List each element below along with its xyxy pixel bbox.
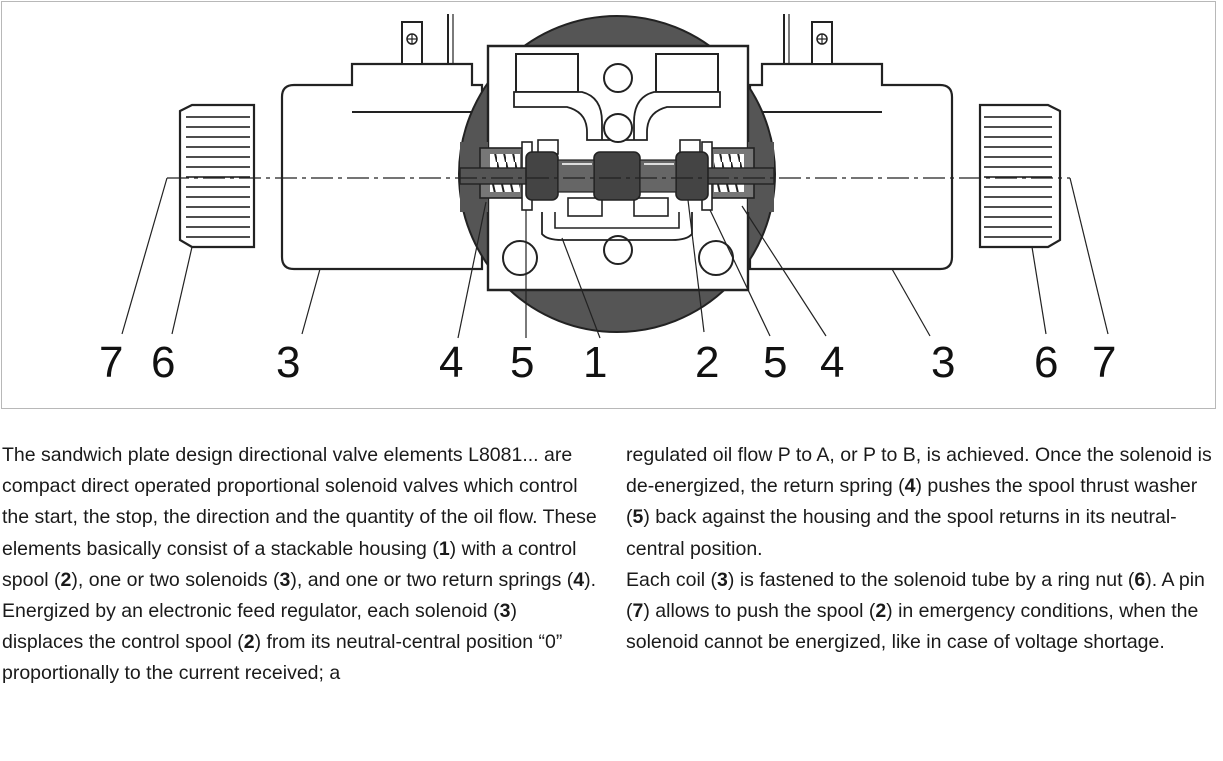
callout-spool: 2 <box>695 338 720 387</box>
left-ring-nut <box>178 103 256 249</box>
callout-ring-nut-right: 6 <box>1034 338 1059 387</box>
description-right-column: regulated oil flow P to A, or P to B, is… <box>626 440 1220 658</box>
paragraph: Each coil (3) is fastened to the solenoi… <box>626 568 1205 654</box>
callout-washer-left: 5 <box>510 338 535 387</box>
paragraph: Energized by an electronic feed regulato… <box>2 600 563 685</box>
right-ring-nut <box>978 103 1062 249</box>
left-solenoid-coil <box>280 14 484 271</box>
callout-spring-right: 4 <box>820 338 845 387</box>
leader-lines <box>121 177 1109 339</box>
callout-coil-left: 3 <box>276 338 301 387</box>
valve-cross-section-figure: 7 6 3 4 5 1 2 5 4 3 6 7 <box>1 1 1216 409</box>
paragraph: The sandwich plate design directional va… <box>2 444 597 591</box>
right-solenoid-coil <box>748 14 954 271</box>
callout-spring-left: 4 <box>439 338 464 387</box>
callout-housing: 1 <box>583 338 608 387</box>
description-left-column: The sandwich plate design directional va… <box>2 440 602 690</box>
paragraph: regulated oil flow P to A, or P to B, is… <box>626 444 1212 560</box>
callout-pin-right: 7 <box>1092 338 1117 387</box>
control-spool <box>459 151 775 201</box>
callout-coil-right: 3 <box>931 338 956 387</box>
valve-drawing <box>121 14 1109 339</box>
callout-pin-left: 7 <box>99 338 124 387</box>
callout-washer-right: 5 <box>763 338 788 387</box>
callout-ring-nut-left: 6 <box>151 338 176 387</box>
